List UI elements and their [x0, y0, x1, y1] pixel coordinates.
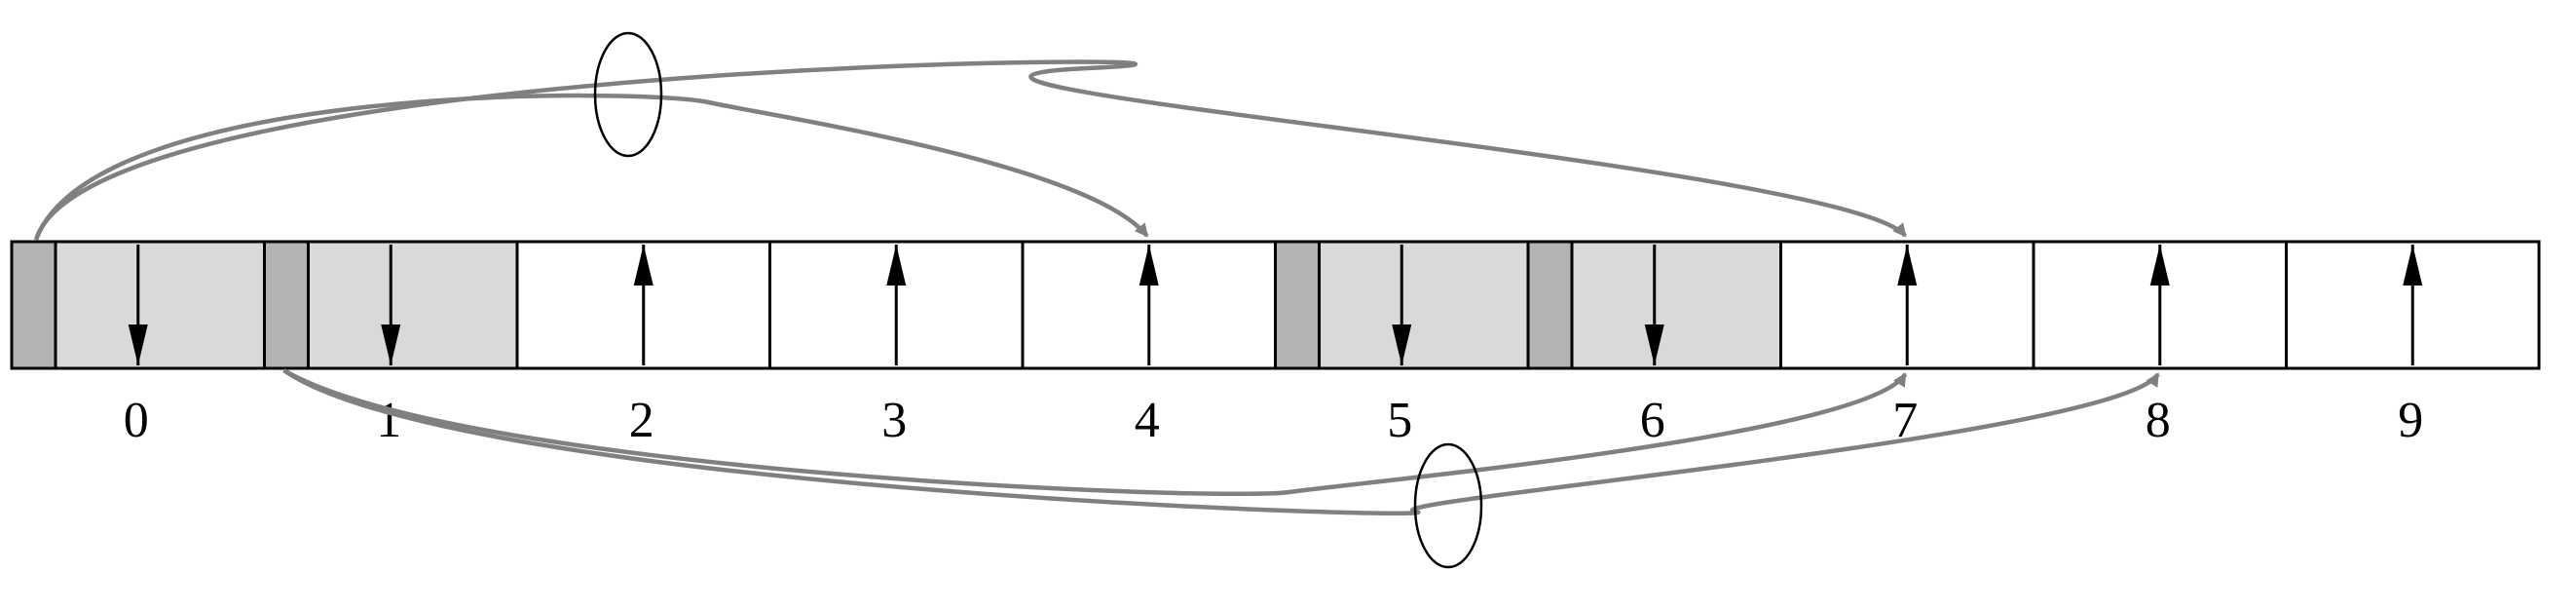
cell-index-label: 5 — [1387, 393, 1412, 448]
cell-tag-marker — [1526, 240, 1574, 370]
link-top-0-to-4 — [33, 93, 1149, 241]
array-cell-9 — [2285, 240, 2541, 370]
cell-index-label: 4 — [1135, 393, 1160, 448]
cell-index-label: 8 — [2146, 393, 2171, 448]
cell-index-label: 9 — [2398, 393, 2423, 448]
cell-index-label: 0 — [124, 393, 149, 448]
array-cell-8 — [2032, 240, 2288, 370]
cell-pointer-arrowhead — [2149, 245, 2170, 286]
cell-index-label: 3 — [881, 393, 907, 448]
array-cell-4 — [1021, 240, 1277, 370]
link-top-0-to-7 — [33, 59, 1907, 241]
cell-tag-marker — [1274, 240, 1321, 370]
top-links-group-ellipse — [593, 31, 663, 158]
cell-pointer-arrowhead — [633, 245, 653, 286]
link-bottom-1-to-7 — [282, 368, 1908, 497]
cell-pointer-arrowhead — [2403, 245, 2423, 286]
array-cell-2 — [515, 240, 771, 370]
cell-pointer-arrowhead — [128, 324, 148, 365]
array-cell-6 — [1526, 240, 1782, 370]
cell-pointer-arrowhead — [1139, 245, 1159, 286]
cell-pointer-arrowhead — [1392, 324, 1412, 365]
cell-tag-marker — [263, 240, 310, 370]
cell-pointer-arrowhead — [886, 245, 907, 286]
array-cell-5 — [1274, 240, 1530, 370]
cell-pointer-arrowhead — [1897, 245, 1918, 286]
cell-index-label: 1 — [376, 393, 401, 448]
cell-pointer-arrowhead — [1644, 324, 1664, 365]
array-cell-7 — [1779, 240, 2035, 370]
cell-pointer-arrowhead — [381, 324, 401, 365]
bottom-links-group-ellipse — [1413, 442, 1483, 569]
array-cell-0 — [10, 240, 266, 370]
cell-tag-marker — [10, 240, 57, 370]
cell-index-label: 2 — [629, 393, 654, 448]
array-cell-3 — [768, 240, 1025, 370]
array-cell-1 — [263, 240, 519, 370]
cell-index-label: 6 — [1640, 393, 1665, 448]
array-cells — [10, 240, 2541, 370]
